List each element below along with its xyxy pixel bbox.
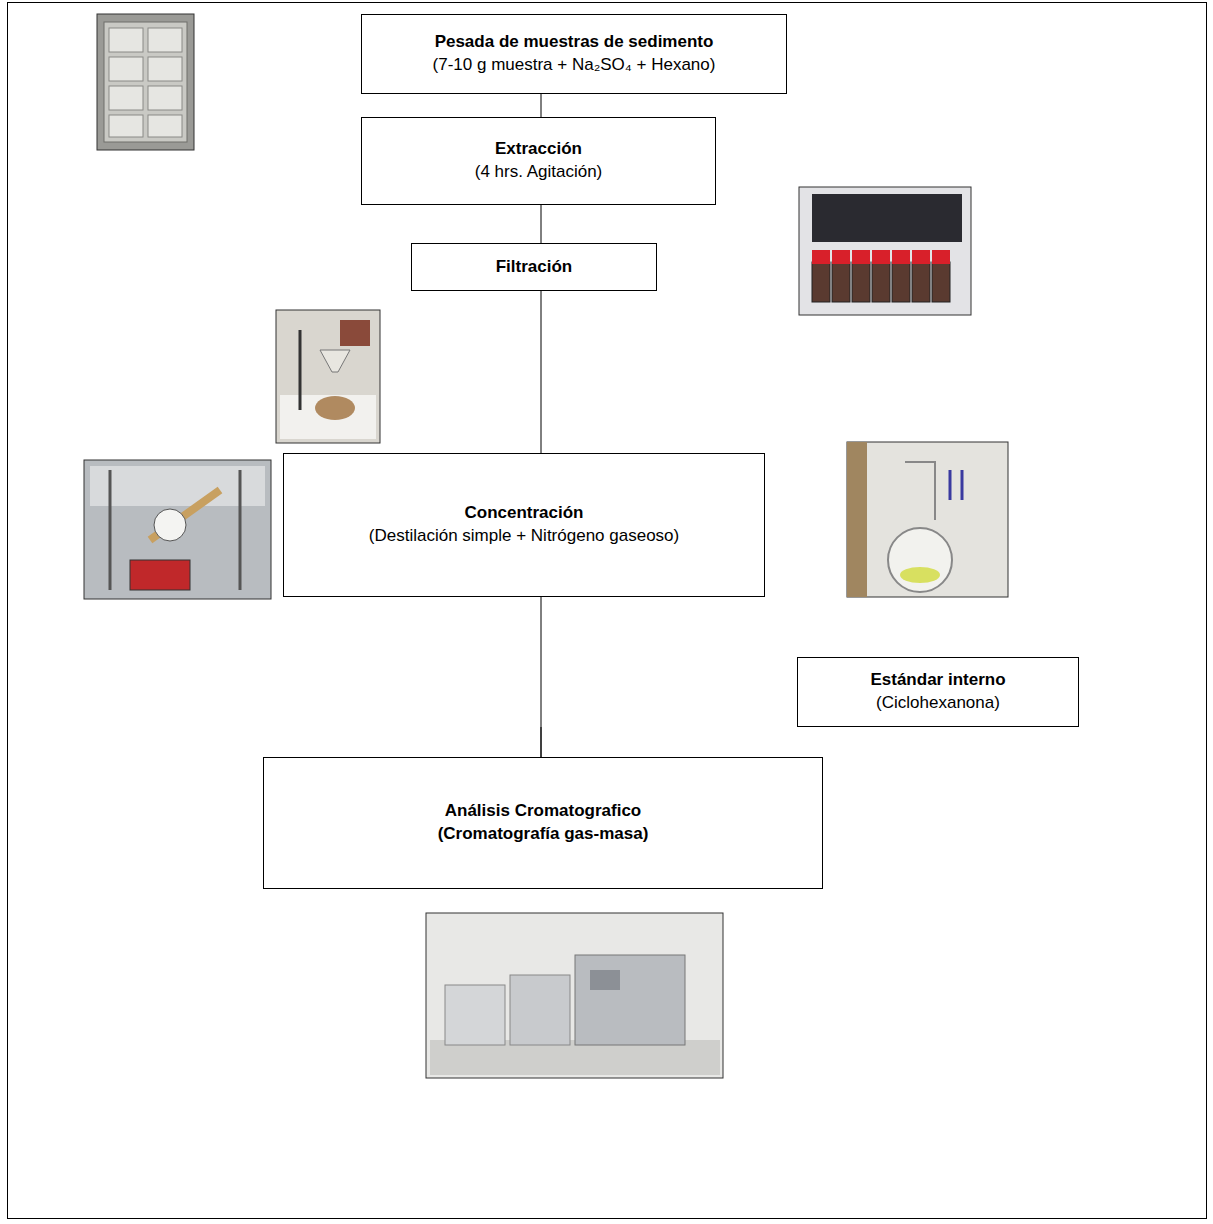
node-detail: (Destilación simple + Nitrógeno gaseoso): [369, 525, 679, 548]
gc-ms-photo: [426, 913, 723, 1078]
input-box: Estándar interno(Ciclohexanona): [797, 657, 1079, 727]
node-title: Estándar interno: [870, 669, 1005, 692]
node-title: Pesada de muestras de sedimento: [435, 31, 714, 54]
node-detail: (Ciclohexanona): [876, 692, 1000, 715]
connector-line: [541, 727, 542, 757]
flask-photo: [847, 442, 1008, 597]
frame-border: [8, 3, 1207, 1219]
node-title: Concentración: [464, 502, 583, 525]
node-detail: (Cromatografía gas-masa): [438, 823, 649, 846]
node-title: Filtración: [496, 256, 573, 279]
connector-line: [541, 597, 542, 757]
connector-line: [541, 291, 542, 453]
node-detail: (4 hrs. Agitación): [475, 161, 603, 184]
node-title: Extracción: [495, 138, 582, 161]
node-title: Análisis Cromatografico: [445, 800, 642, 823]
connector-line: [541, 94, 542, 117]
analysis-box: Análisis Cromatografico(Cromatografía ga…: [263, 757, 823, 889]
process-box: Filtración: [411, 243, 657, 291]
apparatus-photo: [84, 460, 271, 599]
connector-line: [541, 205, 542, 243]
node-detail: (7-10 g muestra + Na₂SO₄ + Hexano): [433, 54, 716, 77]
process-box: Concentración(Destilación simple + Nitró…: [283, 453, 765, 597]
vials-photo: [799, 187, 971, 315]
process-box: Pesada de muestras de sedimento(7-10 g m…: [361, 14, 787, 94]
process-box: Extracción(4 hrs. Agitación): [361, 117, 716, 205]
tray-photo: [97, 14, 194, 150]
filtration-photo: [276, 310, 380, 443]
